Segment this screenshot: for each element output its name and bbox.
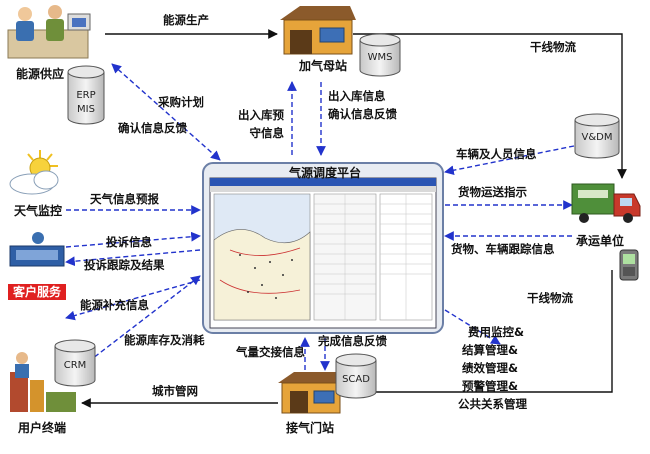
customer-service-icon [9, 232, 65, 267]
weather-forecast-label: 天气信息预报 [90, 192, 159, 206]
energy-production-label: 能源生产 [163, 13, 209, 27]
platform-title: 气源调度平台 [288, 165, 361, 180]
city-pipeline-label: 城市管网 [152, 384, 198, 398]
complaint-info-label: 投诉信息 [106, 235, 152, 249]
wms-database: WMS [359, 33, 401, 77]
carrier-truck-icon [571, 183, 641, 223]
stock-consumption-flow [87, 275, 201, 363]
confirm-feedback-label: 确认信息反馈 [118, 121, 187, 135]
gas-handover-label: 气量交接信息 [235, 345, 305, 359]
diagram-text: V&DM [582, 132, 613, 143]
io-forecast-label-2: 守信息 [250, 126, 285, 140]
weather-icon [9, 150, 59, 195]
energy-supplement-label: 能源补充信息 [80, 298, 149, 312]
vdm-database: V&DM [574, 113, 620, 159]
io-forecast-label-1: 出入库预 [238, 108, 284, 122]
gas-mother-station-icon [280, 6, 356, 55]
info-flows [65, 63, 575, 371]
supplement-flow [65, 279, 201, 321]
diagram-text: SCAD [342, 374, 370, 385]
gas-mother-station-label: 加气母站 [298, 58, 347, 73]
energy-supply-icon [7, 5, 91, 59]
complaint-flow [65, 231, 201, 248]
trunk-logistics-top-label: 干线物流 [530, 40, 576, 54]
procurement-plan-label: 采购计划 [157, 95, 204, 109]
diagram-text: ERP [76, 90, 95, 101]
gas-station-label: 接气门站 [286, 420, 334, 435]
diagram-text: WMS [368, 52, 393, 63]
handheld-device-icon [619, 249, 639, 281]
scada-database: SCAD [335, 353, 377, 399]
trunk-logistics-bottom-line [354, 270, 613, 397]
management-label-2: 结算管理& [461, 343, 518, 357]
vehicle-personnel-label: 车辆及人员信息 [456, 147, 537, 161]
procurement-flow [111, 63, 221, 161]
io-info-label-1: 出入库信息 [328, 89, 386, 103]
vehicle-info-flow [444, 145, 575, 176]
energy-supply-label: 能源供应 [16, 66, 64, 81]
complaint-tracking-label: 投诉跟踪及结果 [84, 258, 165, 272]
stock-consumption-label: 能源库存及消耗 [124, 333, 205, 347]
carrier-label: 承运单位 [576, 233, 624, 248]
io-info-label-2: 确认信息反馈 [328, 107, 397, 121]
completion-feedback-label: 完成信息反馈 [318, 334, 387, 348]
trunk-logistics-top-line [353, 33, 627, 179]
complaint-tracking-flow [65, 249, 201, 267]
customer-service-badge [8, 284, 66, 300]
crm-database: CRM [54, 339, 96, 387]
diagram-text: MIS [77, 104, 95, 115]
management-label-4: 预警管理& [462, 379, 518, 393]
management-label-3: 绩效管理& [462, 361, 518, 375]
transport-instruction-label: 货物运送指示 [457, 185, 527, 199]
management-label-5: 公共关系管理 [458, 397, 527, 411]
tracking-label: 货物、车辆跟踪信息 [450, 242, 555, 256]
gas-station-icon [278, 372, 344, 414]
logistics-lines [81, 29, 627, 408]
erp-mis-database: ERP MIS [67, 65, 105, 125]
customer-service-label: 客户服务 [12, 284, 62, 299]
weather-label: 天气监控 [14, 203, 62, 218]
management-label-1: 费用监控& [468, 325, 524, 339]
diagram-text: CRM [64, 360, 87, 371]
platform-window: 气源调度平台 [202, 162, 444, 334]
management-flow [444, 309, 501, 345]
end-users-label: 用户终端 [17, 420, 66, 435]
end-users-icon [10, 352, 76, 412]
trunk-logistics-bottom-label: 干线物流 [527, 291, 573, 305]
